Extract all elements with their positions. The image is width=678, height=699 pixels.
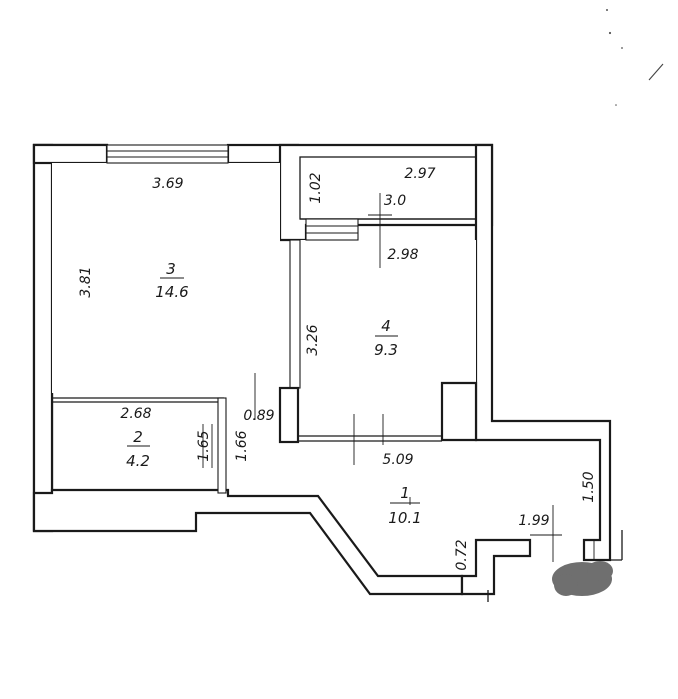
room-1-label: 1 10.1 xyxy=(388,484,421,527)
dimension-lines xyxy=(202,193,623,602)
dim-room3-height: 3.81 xyxy=(78,266,94,297)
dim-entry-depth: 0.72 xyxy=(454,539,470,570)
room-area: 14.6 xyxy=(155,283,188,301)
room-3-label: 3 14.6 xyxy=(155,260,188,301)
room-area: 9.3 xyxy=(374,341,398,359)
room-number: 3 xyxy=(166,260,176,278)
room-4-label: 4 9.3 xyxy=(374,317,398,359)
dim-room4-width: 2.98 xyxy=(387,247,418,263)
room-2-label: 2 4.2 xyxy=(126,428,150,470)
dim-room2-h1: 1.65 xyxy=(196,430,212,461)
dim-hall-width: 5.09 xyxy=(382,452,413,468)
dim-hall-depth: 1.50 xyxy=(581,471,597,502)
dim-balcony-width: 2.97 xyxy=(404,166,435,182)
window-room3 xyxy=(106,144,229,164)
dim-room2-h2: 1.66 xyxy=(234,430,250,461)
room-number: 4 xyxy=(381,317,391,335)
dim-balcony-inner: 3.0 xyxy=(384,193,406,209)
room-area: 4.2 xyxy=(126,452,150,470)
dim-balcony-depth: 1.02 xyxy=(308,172,324,203)
room-number: 2 xyxy=(133,428,143,446)
dim-entry-width: 1.99 xyxy=(518,513,549,529)
dim-door-gap: 0.89 xyxy=(243,408,274,424)
partition-walls xyxy=(52,239,442,494)
dim-room2-width: 2.68 xyxy=(120,406,151,422)
dim-room3-width: 3.69 xyxy=(152,176,183,192)
room-number: 1 xyxy=(400,484,410,502)
balcony-door xyxy=(305,218,359,241)
dim-room4-height: 3.26 xyxy=(305,324,321,355)
room-area: 10.1 xyxy=(388,509,421,527)
